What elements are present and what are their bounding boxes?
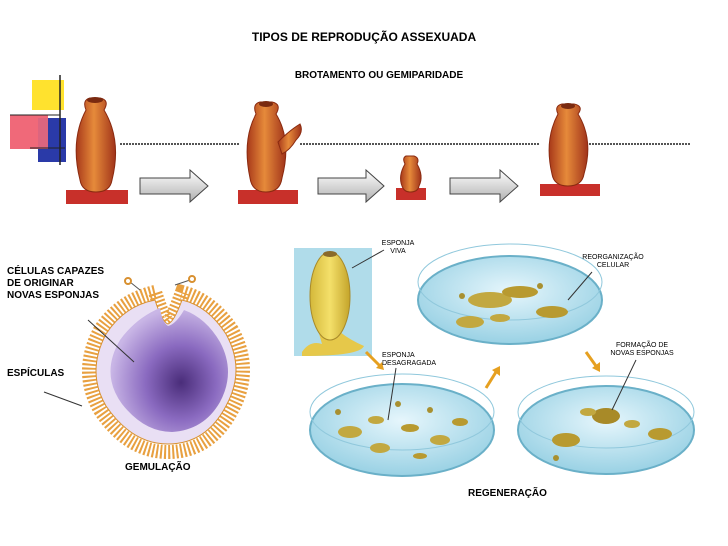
regeneration-caption: REGENERAÇÃO	[468, 488, 547, 499]
disaggregated-label-line-2: DESAGRAGADA	[382, 360, 437, 367]
sponge-bud-detached	[396, 155, 426, 200]
cells-label-line-2: DE ORIGINAR	[7, 278, 74, 289]
budding-subtitle: BROTAMENTO OU GEMIPARIDADE	[294, 70, 464, 81]
live-sponge-image	[294, 248, 385, 356]
cells-pointer-line	[87, 319, 135, 363]
cells-label-line-1: CÉLULAS CAPAZES	[7, 266, 105, 277]
sponge-stage-3	[540, 103, 600, 196]
disaggregated-label-line-1: ESPONJA	[382, 352, 415, 359]
gemmule-diagram	[82, 275, 250, 460]
arrow-1	[139, 168, 209, 204]
petri-dish-top	[417, 243, 603, 345]
spicules-label: ESPÍCULAS	[7, 368, 65, 379]
arrow-2	[317, 168, 385, 204]
formation-label: FORMAÇÃO DE NOVAS ESPONJAS	[604, 342, 680, 358]
live-sponge-label-line-2: VIVA	[390, 248, 406, 255]
formation-label-line-2: NOVAS ESPONJAS	[610, 350, 674, 357]
disaggregated-label: ESPONJA DESAGRAGADA	[382, 352, 452, 368]
cells-label: CÉLULAS CAPAZES DE ORIGINAR NOVAS ESPONJ…	[7, 266, 104, 302]
sponge-stage-1	[66, 97, 128, 204]
live-sponge-label-line-1: ESPONJA	[381, 240, 415, 247]
arrow-3	[449, 168, 519, 204]
reorganization-label: REORGANIZAÇÃO CELULAR	[578, 254, 648, 270]
gemmule-caption: GEMULAÇÃO	[125, 462, 191, 473]
petri-dish-bottom-right	[517, 359, 695, 475]
spicules-pointer-line	[43, 391, 83, 407]
reorganization-label-line-2: CELULAR	[596, 262, 630, 269]
cells-label-line-3: NOVAS ESPONJAS	[7, 290, 100, 301]
formation-label-line-1: FORMAÇÃO DE	[615, 342, 669, 349]
petri-dish-bottom-left	[309, 367, 495, 477]
page-title: TIPOS DE REPRODUÇÃO ASSEXUADA	[251, 30, 477, 44]
reorganization-label-line-1: REORGANIZAÇÃO	[582, 254, 644, 261]
regeneration-arrows	[364, 350, 600, 389]
decorative-squares	[10, 75, 66, 165]
live-sponge-label: ESPONJA VIVA	[376, 240, 420, 256]
sponge-stage-2	[238, 101, 302, 204]
